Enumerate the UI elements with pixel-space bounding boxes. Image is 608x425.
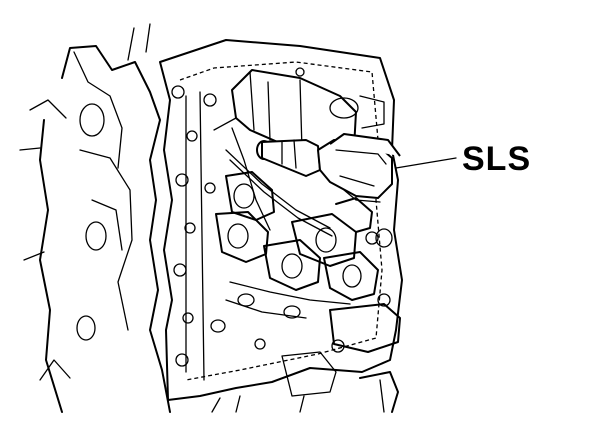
sls-solenoid [256, 133, 401, 203]
sls-callout-label: SLS [462, 140, 532, 178]
transmission-case [19, 23, 171, 413]
callout-leader-line [395, 157, 457, 169]
lower-bracket [211, 303, 401, 413]
wiring-harness [225, 127, 333, 237]
flange-bolts [171, 67, 391, 367]
valve-body-plate [159, 39, 403, 401]
valve-cluster [210, 171, 393, 333]
